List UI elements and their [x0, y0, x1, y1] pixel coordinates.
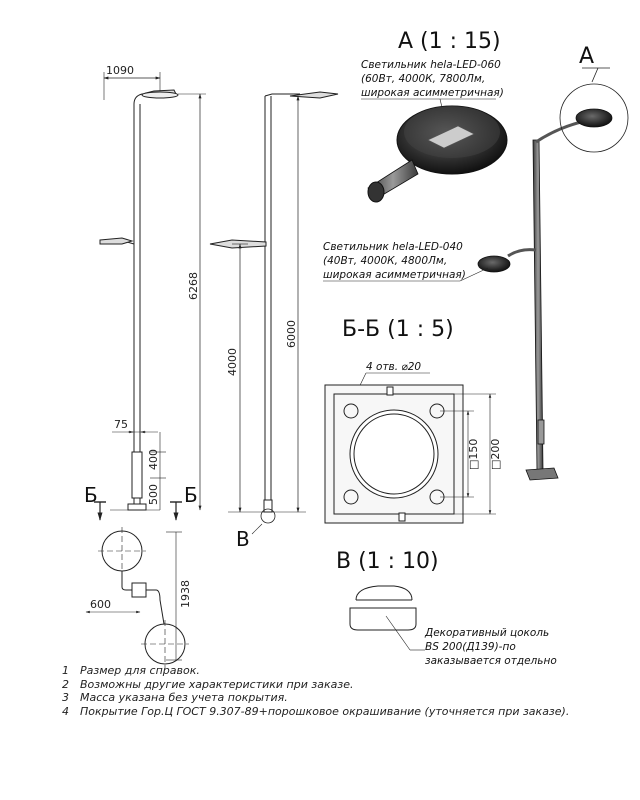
detail-v-line-3: заказывается отдельно — [425, 655, 557, 667]
note-item: 3 Масса указана без учета покрытия. — [62, 691, 622, 705]
notes-list: 1 Размер для справок. 2 Возможны другие ха… — [62, 664, 622, 718]
note-number: 3 — [62, 691, 69, 704]
detail-v-base — [349, 585, 417, 651]
right-3d-view — [477, 67, 629, 481]
note-text: Покрытие Гор.Ц ГОСТ 9.307-89+порошковое … — [80, 704, 570, 718]
left-elevation — [94, 72, 206, 521]
plan-view — [85, 527, 189, 668]
callout-b-label: В — [236, 527, 250, 551]
section-bb-title: Б-Б (1 : 5) — [342, 317, 454, 342]
detail-v-title: В (1 : 10) — [336, 549, 439, 574]
note-text: Масса указана без учета покрытия. — [80, 691, 288, 704]
section-bb-dim-150: □150 — [467, 439, 480, 470]
note-item: 4 Покрытие Гор.Ц ГОСТ 9.307-89+порошковое… — [62, 705, 622, 719]
note-text: Возможны другие характеристики при заказ… — [80, 677, 354, 691]
section-mark-right: Б — [184, 483, 198, 507]
dim-total-height: 6268 — [187, 272, 200, 300]
dim-base-75: 75 — [114, 418, 128, 431]
dim-plan-600: 600 — [90, 598, 111, 611]
lower-lamp-line-2: (40Вт, 4000К, 4800Лм, — [323, 255, 447, 267]
dim-base-500: 500 — [147, 484, 160, 505]
section-bb-plate — [324, 372, 496, 524]
section-bb-dim-200: □200 — [489, 439, 502, 470]
detail-a-title: А (1 : 15) — [398, 29, 501, 54]
lower-lamp-leader-end — [459, 267, 489, 282]
dim-lower-arm: 4000 — [226, 348, 239, 376]
detail-v-line-2: BS 200(Д139)-по — [425, 641, 516, 653]
note-number: 2 — [62, 677, 69, 691]
center-elevation — [209, 91, 339, 535]
note-number: 1 — [62, 664, 69, 677]
lower-lamp-line-3: широкая асимметричная) — [323, 269, 466, 281]
detail-a-lamp-render — [361, 98, 508, 203]
section-bb-holes-label: 4 отв. ⌀20 — [366, 361, 421, 373]
section-mark-left: Б — [84, 483, 98, 507]
callout-a-label: А — [579, 44, 594, 69]
detail-a-lamp-line-1: Светильник hela-LED-060 — [361, 59, 501, 71]
detail-a-lamp-line-2: (60Вт, 4000К, 7800Лм, — [361, 73, 485, 85]
dim-base-400: 400 — [147, 449, 160, 470]
lower-lamp-line-1: Светильник hela-LED-040 — [323, 241, 463, 253]
note-number: 4 — [62, 704, 69, 718]
note-item: 2 Возможны другие характеристики при зака… — [62, 678, 622, 692]
dim-pole-height: 6000 — [285, 320, 298, 348]
dim-top-width: 1090 — [106, 64, 134, 77]
detail-a-lamp-line-3: широкая асимметричная) — [361, 87, 504, 99]
dim-plan-1938: 1938 — [179, 580, 192, 608]
note-item: 1 Размер для справок. — [62, 664, 622, 678]
note-text: Размер для справок. — [80, 664, 200, 677]
detail-v-line-1: Декоративный цоколь — [424, 627, 549, 639]
